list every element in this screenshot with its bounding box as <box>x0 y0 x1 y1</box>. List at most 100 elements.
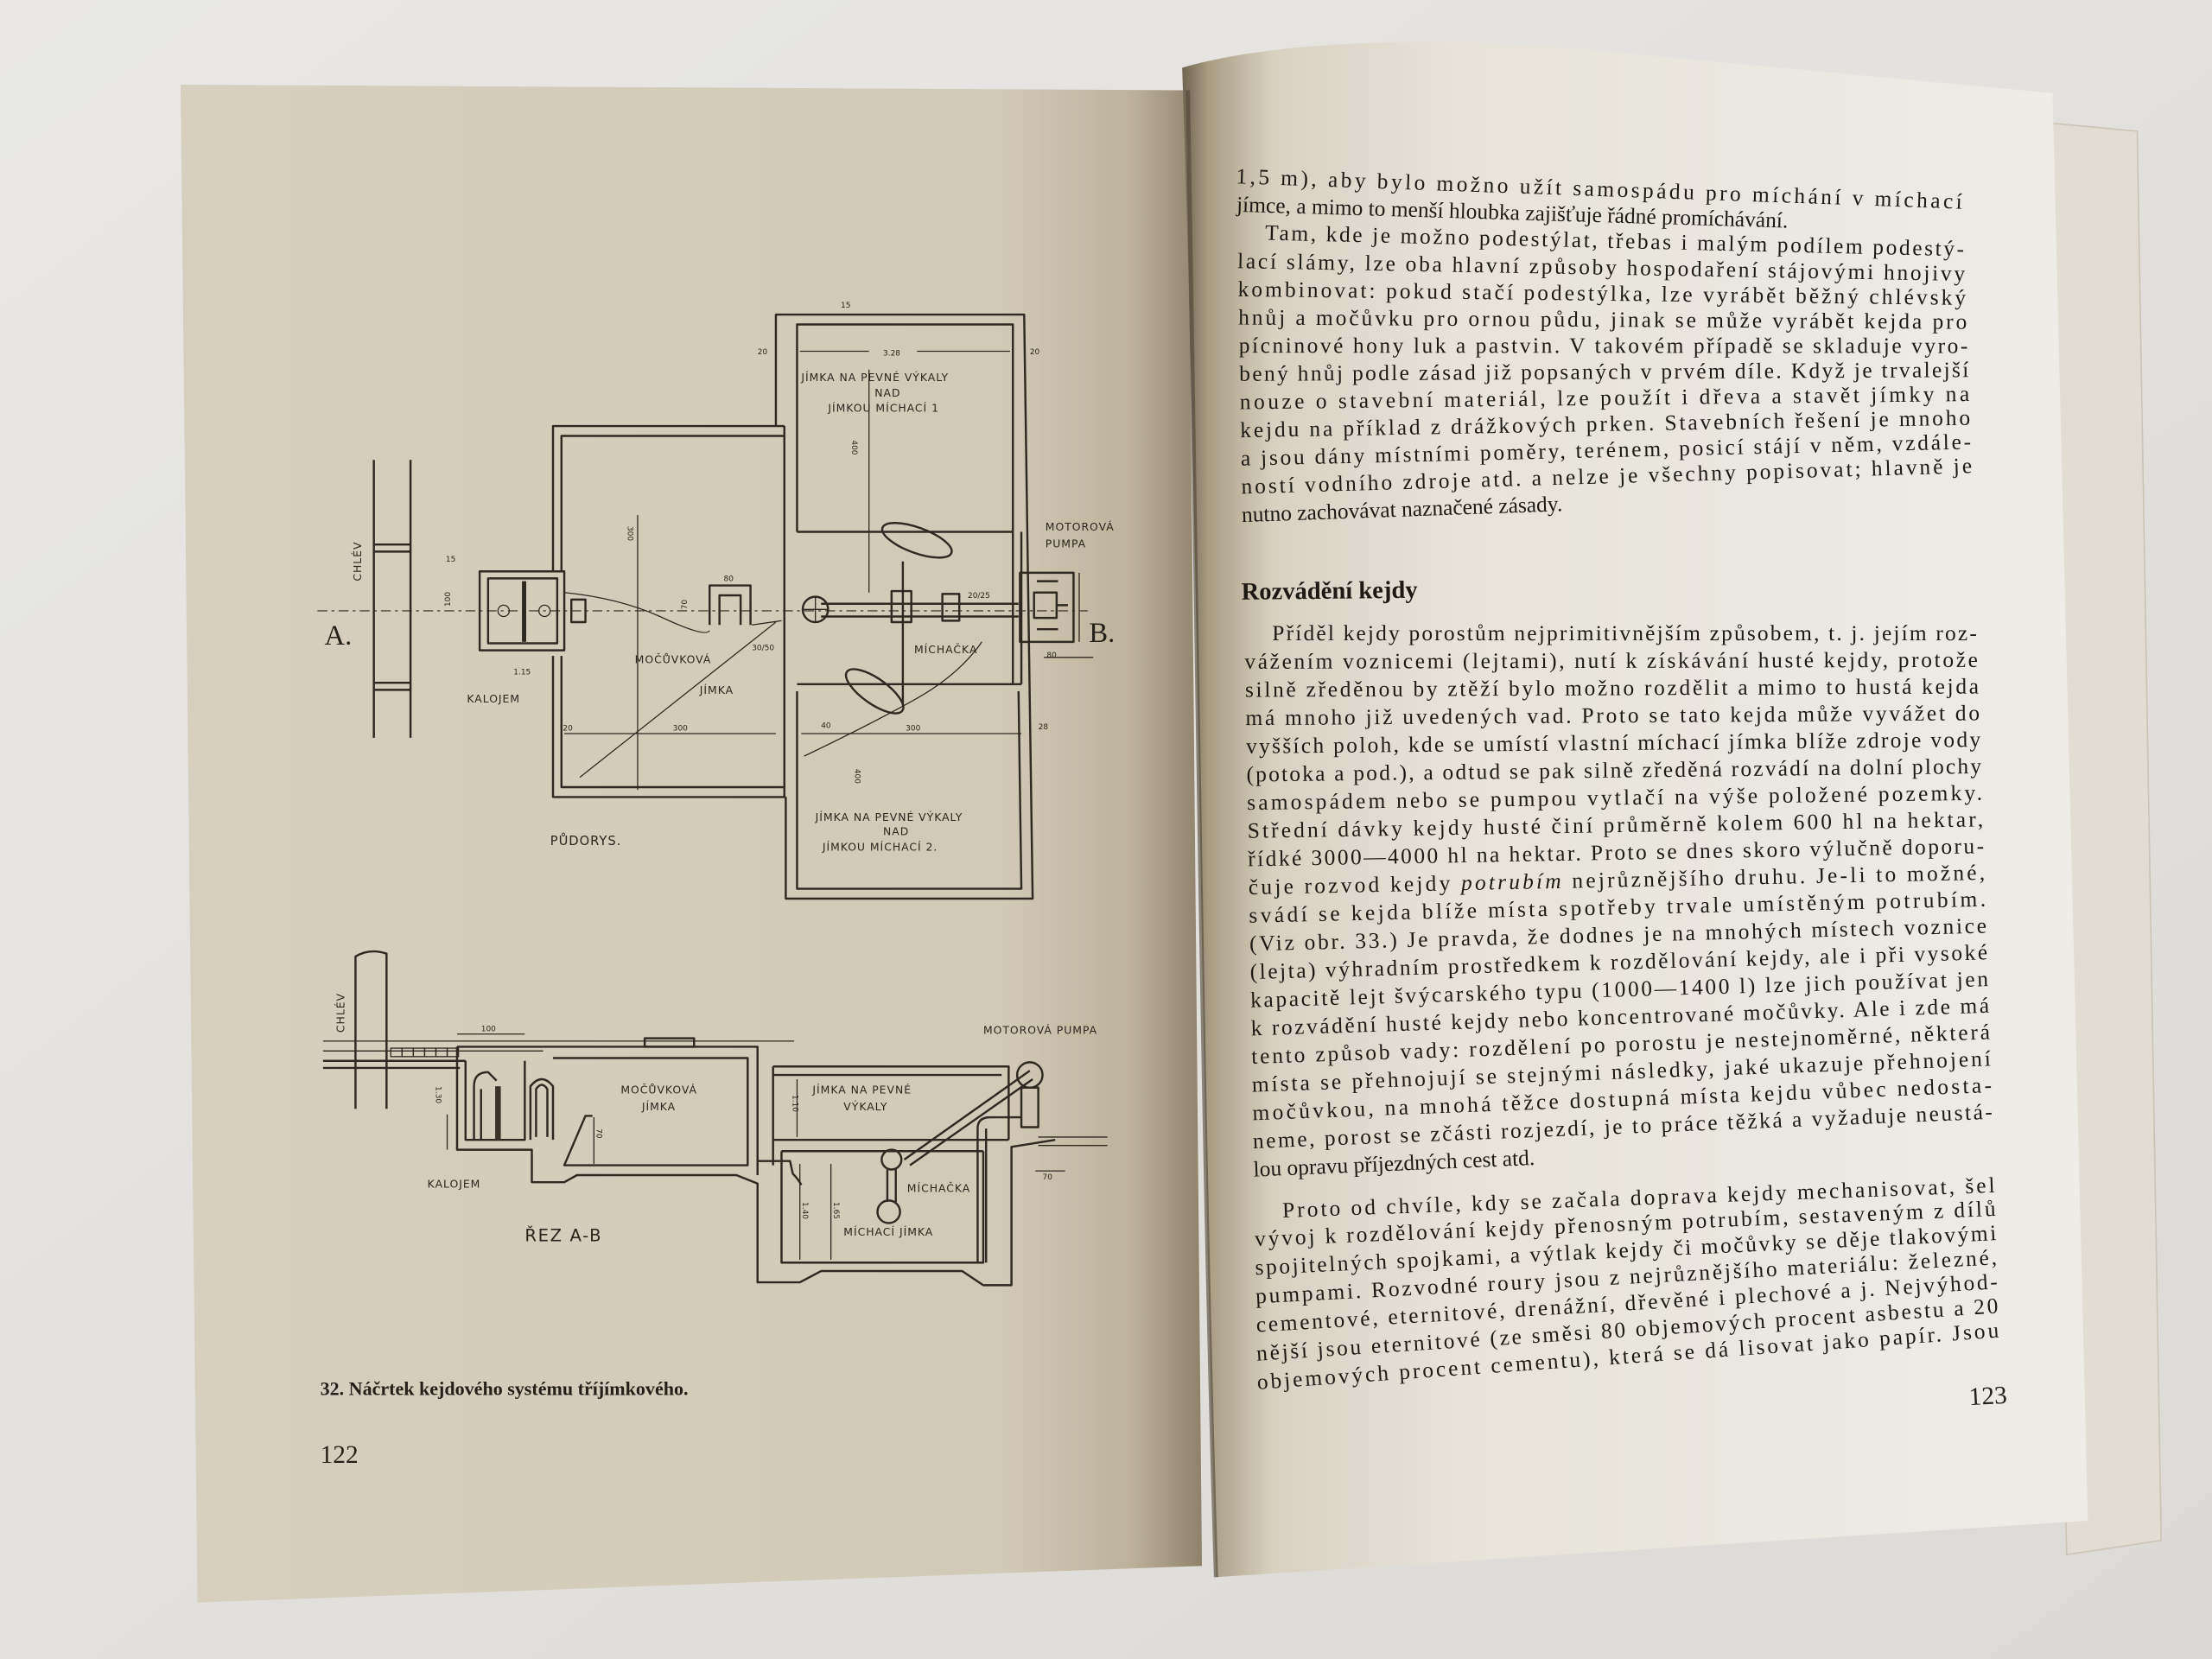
section-solid-tank <box>772 1065 1010 1166</box>
plan-title: PŮDORYS. <box>550 833 622 849</box>
plan-urine-tank-outer <box>551 424 786 798</box>
dimension-label: 80 <box>1046 652 1057 660</box>
plan-label-barn: CHLÉV <box>351 542 364 582</box>
section-label-mixer: MÍCHAČKA <box>907 1182 970 1195</box>
plan-label-tank2: JÍMKOU MÍCHACÍ 2. <box>822 840 938 853</box>
section-heading: Rozvádění kejdy <box>1241 577 1417 606</box>
dimension-label: 40 <box>821 721 831 730</box>
section-mixer-shaft <box>886 1169 897 1203</box>
plan-label-tank2: JÍMKA NA PEVNÉ VÝKALY <box>815 810 963 823</box>
section-drive-rods <box>903 1070 1033 1166</box>
plan-inner-wall-right <box>796 323 1023 890</box>
plan-break-line <box>804 641 982 757</box>
text-line: Příděl kejdy porostům nejprimitivnějším … <box>1272 620 1977 645</box>
italic-word: potrubím <box>1459 868 1561 895</box>
section-label-solid-tank: VÝKALY <box>843 1100 887 1113</box>
plan-label-pump: MOTOROVÁ <box>1046 520 1115 533</box>
plan-handwheel-spokes <box>802 596 829 622</box>
section-barn-wall <box>354 950 388 1109</box>
dimension-label: 3.28 <box>883 349 900 358</box>
section-label-urine-tank: MOČŮVKOVÁ <box>620 1083 697 1096</box>
plan-mixer-blade <box>844 668 905 715</box>
section-ground-line <box>322 1040 795 1052</box>
plan-label-tank1: NAD <box>874 386 900 399</box>
plan-dimension-lines <box>1044 572 1094 658</box>
plan-label-pump: PUMPA <box>1046 537 1086 550</box>
plan-label-tank1: JÍMKOU MÍCHACÍ 1 <box>827 402 939 415</box>
dimension-label: 400 <box>852 769 861 784</box>
section-outlet-pipe <box>757 1160 803 1185</box>
left-page <box>180 84 1203 1603</box>
plan-label-urine-tank: JÍMKA <box>699 683 734 696</box>
plan-label-tank1: JÍMKA NA PEVNÉ VÝKALY <box>800 371 949 384</box>
text-line: silně zředěnou by ztěží bylo možno rozdě… <box>1245 674 1979 702</box>
dimension-label: 300 <box>673 725 688 734</box>
plan-mixer-shaft <box>821 602 1019 618</box>
dimension-label: 100 <box>481 1025 496 1033</box>
plan-pump-housing <box>1019 571 1075 644</box>
dimension-label: 70 <box>594 1128 603 1139</box>
plan-label-tank2: NAD <box>883 825 909 838</box>
plan-break-line <box>563 592 782 633</box>
plan-settling-pit-divider <box>522 581 526 642</box>
dimension-label: 20 <box>1030 348 1040 357</box>
dimension-label: 1.65 <box>831 1202 840 1219</box>
dimension-label: 20/25 <box>968 592 990 601</box>
section-u-pipe <box>529 1077 555 1141</box>
dimension-label: 20 <box>758 348 768 357</box>
dimension-label: 1.30 <box>433 1086 442 1103</box>
text-line: pícninové hony luk a pastvin. V takovém … <box>1239 333 1968 358</box>
section-mixer-top <box>880 1148 903 1171</box>
figure-caption: 32. Náčrtek kejdového systému tříjímkové… <box>321 1378 689 1400</box>
dimension-label: 20 <box>563 725 573 734</box>
section-drain-pipe <box>322 1059 466 1070</box>
dimension-label: 28 <box>1039 723 1049 732</box>
dimension-label: 300 <box>626 526 634 541</box>
section-outer-hull <box>455 1046 1056 1287</box>
plan-label-point-b: B. <box>1089 618 1115 649</box>
dimension-label: 1.15 <box>513 668 531 677</box>
plan-label-point-a: A. <box>325 620 353 652</box>
section-label-barn: CHLÉV <box>334 993 346 1033</box>
section-label-pump: MOTOROVÁ PUMPA <box>983 1024 1097 1037</box>
plan-diagonal <box>579 621 777 779</box>
section-label-mixing-tank: MÍCHACÍ JÍMKA <box>843 1225 933 1238</box>
section-siphon-pipe <box>473 1071 498 1141</box>
section-pump-column <box>1020 1086 1039 1128</box>
section-grate <box>495 1086 501 1141</box>
dimension-label: 15 <box>446 556 455 564</box>
plan-gearbox <box>890 589 912 624</box>
plan-urine-tank-inner <box>560 426 785 798</box>
section-mixer-propeller <box>876 1199 901 1224</box>
plan-mixer-blade <box>880 522 953 559</box>
dimension-label: 100 <box>444 592 453 607</box>
plan-pump-parts <box>1037 580 1068 631</box>
plan-partitions <box>797 531 1023 686</box>
dimension-label: 70 <box>681 600 690 610</box>
plan-dimension-lines <box>564 350 1022 791</box>
section-mixing-tank <box>780 1150 985 1264</box>
section-urine-tank <box>543 1046 759 1175</box>
right-page <box>1182 41 2088 1578</box>
dimension-label: 1.10 <box>791 1095 799 1112</box>
plan-label-mixer: MÍCHAČKA <box>914 643 977 656</box>
section-label-urine-tank: JÍMKA <box>641 1100 676 1113</box>
section-manhole <box>643 1037 696 1048</box>
text-line: bený hnůj podle zásad již popsaných v pr… <box>1239 357 1968 386</box>
dimension-label: 15 <box>841 302 850 310</box>
plan-inlet-chamber <box>709 584 752 626</box>
figure-plan-view: JÍMKA NA PEVNÉ VÝKALY NAD JÍMKOU MÍCHACÍ… <box>317 302 1115 900</box>
plan-gearbox <box>941 593 961 622</box>
plan-outer-wall-right <box>774 313 1034 900</box>
section-outlet-tiles <box>1038 1136 1108 1147</box>
plan-label-urine-tank: MOČŮVKOVÁ <box>635 652 712 665</box>
figure-section-view: CHLÉV MOTOROVÁ PUMPA MOČŮVKOVÁ JÍMKA JÍM… <box>322 950 1108 1287</box>
section-label-settling-pit: KALOJEM <box>428 1178 481 1191</box>
section-suction-pipe <box>976 1116 1022 1263</box>
book-spine-shadow <box>1185 90 1218 1578</box>
dimension-label: 70 <box>1043 1173 1053 1182</box>
section-label-solid-tank: JÍMKA NA PEVNÉ <box>811 1083 912 1096</box>
dimension-label: 400 <box>849 440 858 454</box>
section-title: ŘEZ A-B <box>524 1226 602 1246</box>
